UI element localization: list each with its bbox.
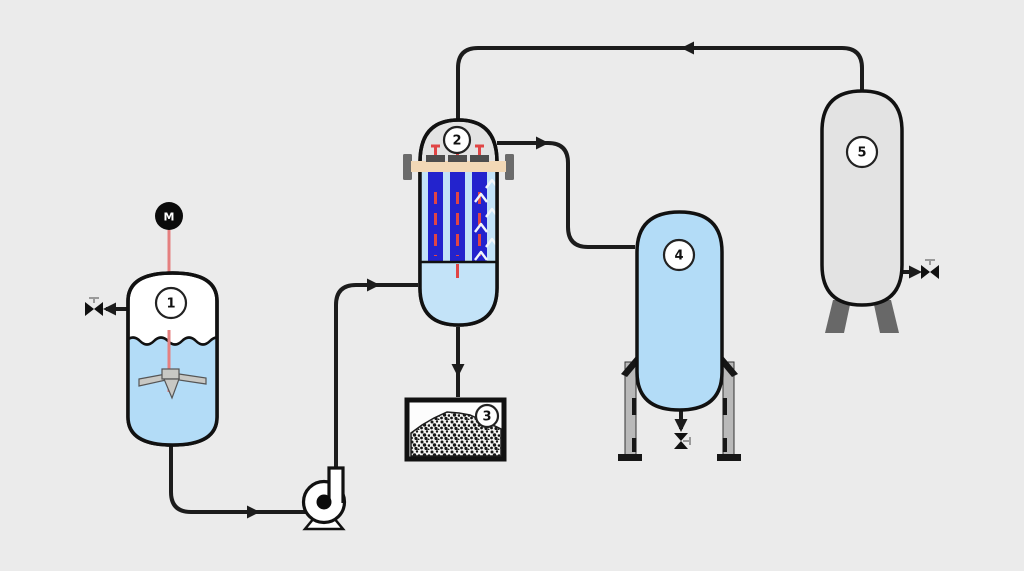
electrode-terminals (426, 144, 489, 162)
motor-label: M (164, 211, 175, 224)
pump-hub (316, 494, 332, 510)
unit1-tag: 1 (154, 286, 188, 320)
unit1-number: 1 (166, 297, 175, 312)
vessel5-leg-left (825, 300, 851, 333)
flow-arrow-icon (536, 136, 549, 150)
unit3-number: 3 (482, 410, 491, 425)
pipe-pump-to-column2 (334, 283, 418, 469)
flow-arrow-icon (367, 278, 380, 292)
tank1-outline (126, 271, 219, 447)
pipe-vessel5-to-column2-top (456, 46, 864, 120)
flow-arrows (103, 41, 922, 519)
unit4-tag: 4 (662, 238, 696, 272)
flow-arrow-icon (674, 419, 688, 432)
vessel4-body (635, 210, 724, 412)
support-lug-right (505, 154, 514, 180)
piping (106, 46, 912, 514)
flow-arrow-icon (247, 505, 260, 519)
valves (85, 259, 939, 449)
liquid-surface-wave (128, 336, 217, 346)
gas-vessel-unit5: 5 (820, 89, 904, 333)
vessel5-leg-right (873, 300, 899, 333)
flow-arrow-icon (103, 302, 116, 316)
tank1-liquid (128, 337, 217, 445)
agitator-icon (138, 368, 207, 400)
valve-icon-vessel5-outlet (921, 259, 939, 279)
valve-icon-tank1-drain (85, 297, 103, 316)
valve-icon-vessel4-drain (674, 433, 691, 449)
pipe-tank1-to-pump (169, 445, 306, 514)
unit3-tag: 3 (474, 403, 500, 429)
solids-container-unit3: 3 (404, 397, 507, 462)
flow-arrow-icon (909, 265, 922, 279)
tube-sheet (411, 161, 506, 172)
unit2-tag: 2 (442, 125, 472, 155)
flow-arrow-icon (451, 364, 465, 377)
unit4-number: 4 (674, 249, 683, 264)
pipe-column2-to-vessel4 (497, 141, 635, 249)
storage-vessel-unit4: 4 (618, 210, 741, 461)
electrode-column-unit2: 2 (403, 118, 514, 327)
centrifugal-pump-icon (301, 466, 347, 531)
support-lug-left (403, 154, 412, 180)
unit5-number: 5 (857, 146, 866, 161)
pump-discharge (327, 466, 345, 503)
motor-icon: M (155, 202, 183, 230)
current-dashes (434, 192, 481, 256)
flow-arrow-icon (681, 41, 694, 55)
vessel5-body (820, 89, 904, 307)
stirred-tank-unit1: M 1 (126, 202, 219, 447)
unit2-number: 2 (452, 134, 461, 149)
unit5-tag: 5 (845, 135, 879, 169)
